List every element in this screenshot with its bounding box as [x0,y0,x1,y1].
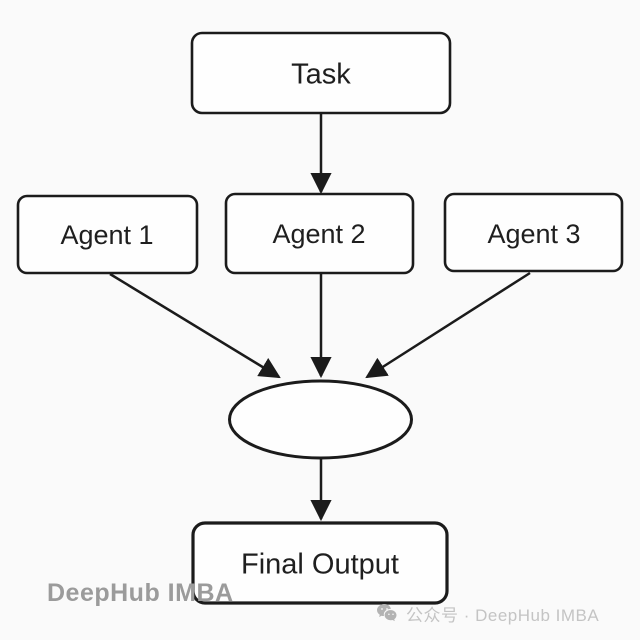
node-agent3: Agent 3 [443,192,624,273]
node-merge [228,379,413,460]
final-output-box [191,521,449,605]
task-box [190,31,452,115]
merge-ellipse [228,379,413,460]
node-final-output: Final Output [191,521,449,605]
agent2-box [224,192,415,275]
agent1-label: Agent 1 [60,220,153,250]
edge-agent3-to-merge [365,271,531,379]
watermark-left: DeepHub IMBA [47,579,234,607]
agent3-label: Agent 3 [487,219,580,249]
agent2-label: Agent 2 [272,219,365,249]
edge-agent1-to-merge [109,272,281,379]
watermark-right-text: 公众号 · DeepHub IMBA [406,606,600,625]
node-agent1: Agent 1 [16,194,199,275]
task-label: Task [291,59,351,91]
final-output-label: Final Output [241,549,399,581]
agent3-box [443,192,624,273]
wechat-icon [376,603,399,624]
node-agent2: Agent 2 [224,192,415,275]
node-task: Task [190,31,452,115]
agent1-box [16,194,199,275]
watermark-right: 公众号 · DeepHub IMBA [376,601,599,626]
